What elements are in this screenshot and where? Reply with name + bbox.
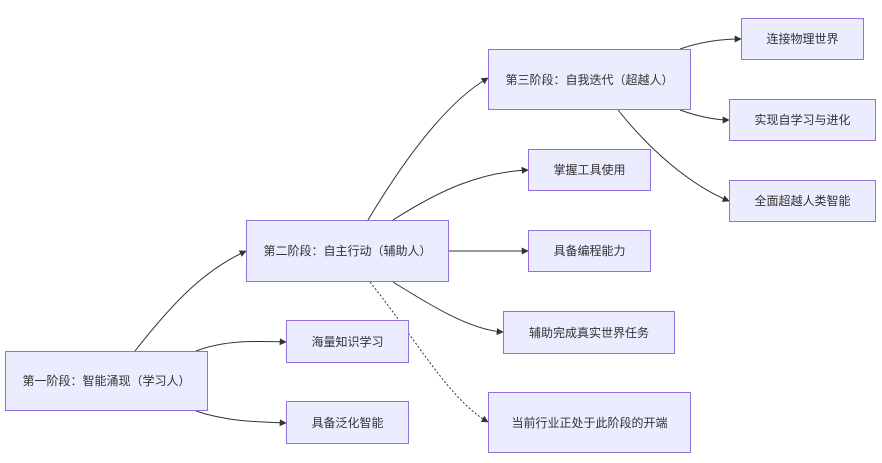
edge-stage1-learn [195,338,287,352]
node-stage2: 第二阶段：自主行动（辅助人） [246,220,449,282]
node-self-evolution: 实现自学习与进化 [729,99,876,141]
edge-stage1-stage2 [134,250,247,352]
node-tool-use-label: 掌握工具使用 [553,163,626,177]
node-stage2-label: 第二阶段：自主行动（辅助人） [263,244,432,258]
node-current-stage: 当前行业正处于此阶段的开端 [488,392,691,453]
node-surpass-human: 全面超越人类智能 [729,180,876,222]
edge-stage3-evolve [679,109,730,124]
edge-stage3-physical [679,35,742,50]
node-current-stage-label: 当前行业正处于此阶段的开端 [511,415,668,430]
node-physical-world-label: 连接物理世界 [766,32,839,46]
node-stage1-label: 第一阶段：智能涌现（学习人） [22,374,191,388]
node-stage1: 第一阶段：智能涌现（学习人） [5,351,208,411]
node-knowledge-learning: 海量知识学习 [286,320,409,363]
node-coding-label: 具备编程能力 [553,244,626,258]
node-self-evolution-label: 实现自学习与进化 [754,113,851,127]
node-generalization-label: 具备泛化智能 [311,415,384,430]
edge-stage2-tasks [392,281,504,336]
node-physical-world: 连接物理世界 [741,18,864,60]
edge-stage1-general [195,410,287,427]
node-real-world-tasks-label: 辅助完成真实世界任务 [528,325,649,340]
node-coding: 具备编程能力 [528,230,651,272]
edge-stage2-tools [392,166,529,221]
node-surpass-human-label: 全面超越人类智能 [754,194,851,208]
node-real-world-tasks: 辅助完成真实世界任务 [503,311,675,354]
node-tool-use: 掌握工具使用 [528,149,651,191]
node-generalization: 具备泛化智能 [286,401,409,444]
node-stage3: 第三阶段：自我迭代（超越人） [488,49,691,110]
edge-stage3-surpass [617,109,730,202]
node-knowledge-learning-label: 海量知识学习 [311,334,384,349]
node-stage3-label: 第三阶段：自我迭代（超越人） [505,72,674,87]
edge-stage2-stage3 [367,77,489,221]
